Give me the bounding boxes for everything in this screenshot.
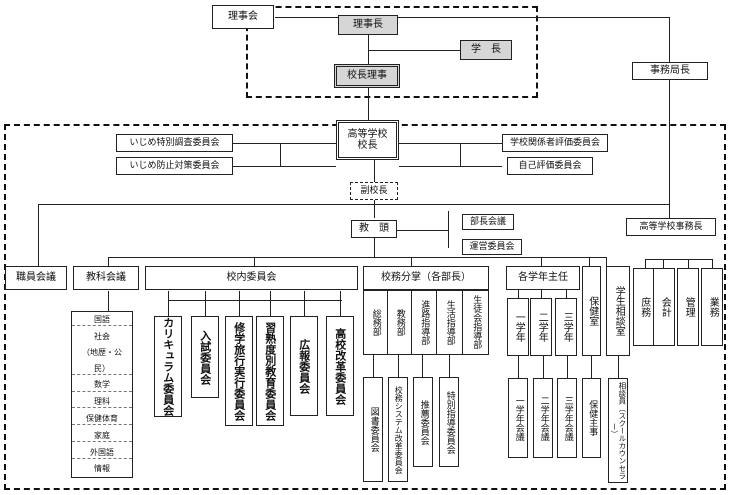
subcommittee-special-guidance: 特別指導委員会 [439,377,459,467]
department-student-council: 生徒会指導部 [471,295,482,349]
office-section-general: 庶務 [633,268,654,346]
department-heads-meeting-box: 部長会議 [462,214,514,230]
internal-committees-box: 校内委員会 [145,266,358,290]
subject-item: 理科 [72,396,132,409]
department-career-guidance: 進路指導部 [419,299,430,345]
subject-item: 情報 [94,464,110,474]
office-section-management: 管理 [677,268,699,346]
grade-1: 一学年 [507,298,529,356]
committee-curriculum: カリキュラム委員会 [154,316,182,417]
departments-group [363,290,489,355]
subjects-list: 国語 社会 （地歴・公 民） 数学 理科 保健体育 家庭 外国語 情報 [71,311,133,478]
committee-admissions: 入試委員会 [191,316,219,398]
subject-item: 社会 [94,332,110,342]
health-head-box: 保健主事 [582,378,601,458]
committee-reform: 高校改革委員会 [326,316,354,416]
secretariat-head-box: 事務局長 [632,62,708,80]
grade-3: 三学年 [555,298,577,356]
head-teacher-box: 教 頭 [351,220,397,238]
committee-proficiency: 習熟度別教育委員会 [256,316,284,426]
staff-meeting-box: 職員会議 [5,266,67,290]
steering-committee-box: 運営委員会 [462,239,522,255]
grade-1-meeting: 一学年会議 [508,378,528,458]
subject-item: 民） [72,363,132,375]
office-section-operations: 業務 [701,268,723,346]
self-evaluation-box: 自己評価委員会 [507,157,593,175]
health-room-box: 保健室 [582,266,601,356]
subject-item: 保健体育 [72,413,132,426]
counseling-room-box: 学生相談室 [606,266,630,356]
subject-item: 家庭 [72,430,132,443]
principal-director-box: 校長理事 [334,64,400,88]
subject-meeting-box: 教科会議 [73,266,139,290]
committee-public-relations: 広報委員会 [290,316,318,416]
grade-heads-box: 各学年主任 [506,266,580,290]
office-section-accounting: 会計 [653,268,675,346]
department-academic-affairs: 教務部 [394,308,405,336]
grade-2-meeting: 二学年会議 [533,378,553,458]
bullying-prevention-box: いじめ防止対策委員会 [116,157,233,175]
board-box: 理事会 [212,5,274,29]
vice-principal-box: 副校長 [350,182,398,200]
counselor-box: 相談員（スクールカウンセラー） [608,378,628,483]
high-school-principal-box: 高等学校 校長 [336,120,399,160]
grade-2: 二学年 [530,298,552,356]
chairman-box: 理事長 [338,15,398,35]
board-group-frame [246,6,538,98]
subject-item: 数学 [72,379,132,392]
school-evaluation-box: 学校関係者評価委員会 [502,134,608,152]
department-student-life: 生活指導部 [444,299,455,345]
subject-item: 国語 [72,314,132,327]
subcommittee-library: 図書委員会 [363,377,383,482]
grade-3-meeting: 三学年会議 [557,378,577,458]
school-affairs-box: 校務分掌（各部長） [363,266,489,290]
subcommittee-recommendation: 推薦委員会 [413,377,433,467]
committee-school-trip: 修学旅行実行委員会 [225,316,253,426]
department-general-affairs: 総務部 [370,308,381,336]
subject-item: （地歴・公 [82,347,122,357]
bullying-investigation-box: いじめ特別調査委員会 [116,134,233,152]
subject-item: 外国語 [72,447,132,459]
president-box: 学 長 [460,40,512,60]
subcommittee-system-reform: 校務システム改革委員会 [388,377,408,482]
hs-office-head-box: 高等学校事務長 [626,218,716,236]
